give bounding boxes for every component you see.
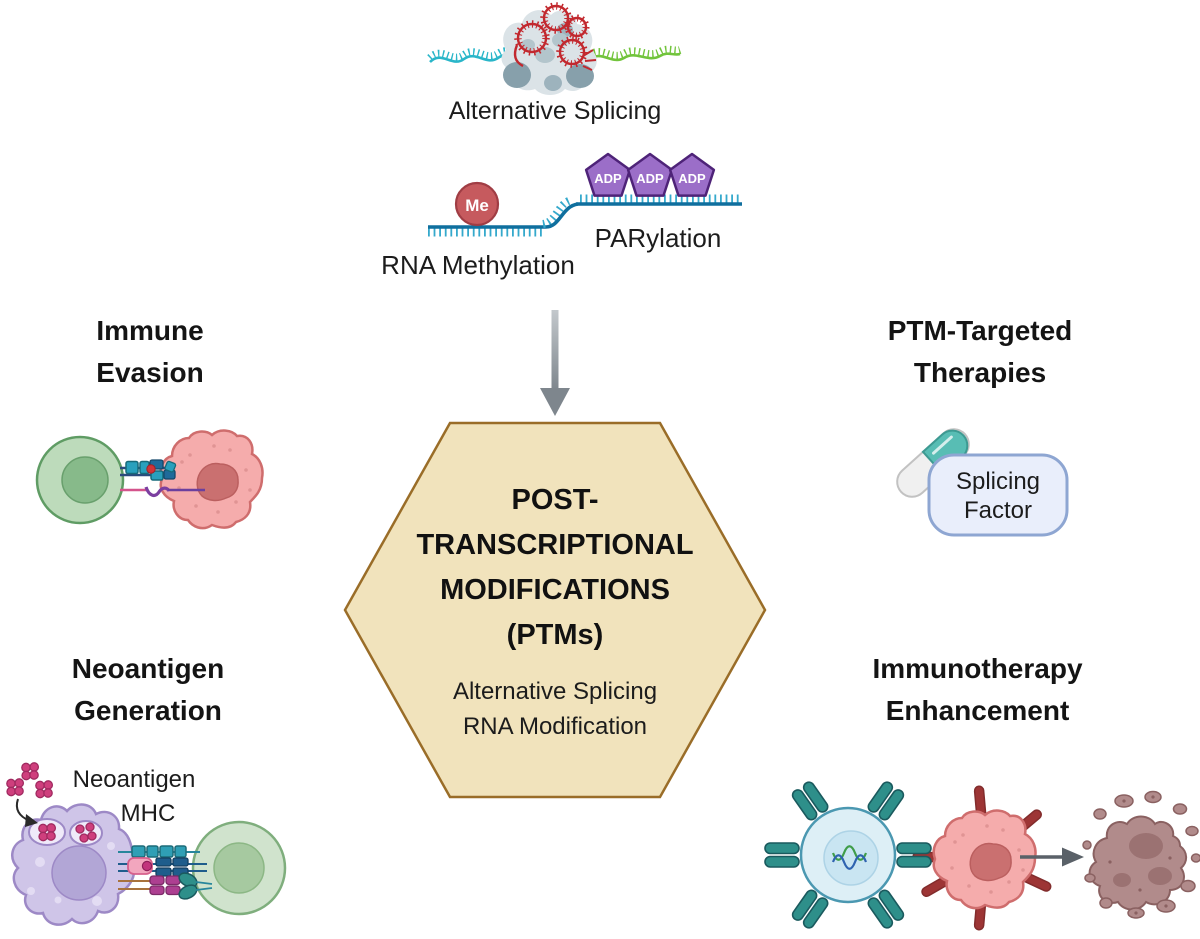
hexagon-subtitle: Alternative Splicing RNA Modification [375, 674, 735, 744]
heading-line: Generation [74, 695, 222, 726]
heading-line: PTM-Targeted [887, 315, 1073, 346]
parylation-label: PARylation [594, 223, 722, 253]
immune-evasion-illustration [35, 429, 264, 530]
neoantigen-label: Neoantigen [72, 766, 196, 793]
neoantigen-generation-heading: Neoantigen Generation [33, 648, 263, 732]
adp-label: ADP [636, 171, 664, 186]
adp-label: ADP [594, 171, 622, 186]
ptm-hexagon [343, 421, 767, 799]
kill-arrow-icon [1020, 847, 1084, 867]
heading-line: Immune [96, 315, 204, 346]
car-t-cell [799, 806, 897, 904]
alternative-splicing-label: Alternative Splicing [448, 97, 662, 125]
me-label: Me [465, 196, 489, 215]
ptm-therapies-heading: PTM-Targeted Therapies [855, 310, 1105, 394]
immunotherapy-illustration [764, 779, 1200, 931]
heading-line: Enhancement [885, 695, 1070, 726]
mhc-label: MHC [120, 800, 176, 827]
hexagon-subtitle-line: Alternative Splicing [452, 678, 658, 705]
splicing-factor-line: Splicing [955, 468, 1041, 495]
immunotherapy-enhancement-heading: Immunotherapy Enhancement [840, 648, 1115, 732]
dna-helix-icon [831, 845, 868, 870]
antigen-presenting-cell [11, 803, 136, 926]
hexagon-title-line: MODIFICATIONS [440, 574, 670, 606]
rna-modification-illustration: Me ADP ADP ADP [428, 152, 742, 237]
immune-evasion-heading: Immune Evasion [30, 310, 270, 394]
adp-pentagons-icon [584, 152, 716, 197]
tumor-cell [159, 429, 264, 530]
hexagon-title-line: POST- [511, 484, 599, 516]
splicing-factor-label: Splicing Factor [929, 467, 1067, 525]
adp-label: ADP [678, 171, 706, 186]
heading-line: Evasion [96, 357, 204, 388]
splicing-factor-box [927, 453, 1069, 537]
hexagon-subtitle-line: RNA Modification [462, 713, 648, 740]
neoantigen-particles [6, 762, 54, 799]
rna-methylation-label: RNA Methylation [381, 250, 575, 280]
dead-tumor-cell [1082, 790, 1200, 919]
down-arrow-icon [540, 310, 570, 416]
hexagon-title-line: (PTMs) [506, 619, 604, 651]
receptor-synapse [120, 459, 205, 498]
heading-line: Immunotherapy [872, 653, 1083, 684]
heading-line: Neoantigen [71, 653, 225, 684]
hexagon-text: POST- TRANSCRIPTIONAL MODIFICATIONS (PTM… [375, 478, 735, 744]
splicing-factor-line: Factor [963, 497, 1032, 524]
neoantigen-illustration [6, 762, 287, 926]
spliceosome-illustration [427, 2, 682, 95]
peptide-mhc-complex [118, 845, 213, 900]
t-cell [191, 820, 287, 916]
hexagon-title-line: TRANSCRIPTIONAL [416, 529, 694, 561]
uptake-arrow-icon [15, 798, 38, 827]
methyl-group-icon: Me [454, 181, 500, 227]
heading-line: Therapies [913, 357, 1047, 388]
t-cell [35, 435, 125, 525]
